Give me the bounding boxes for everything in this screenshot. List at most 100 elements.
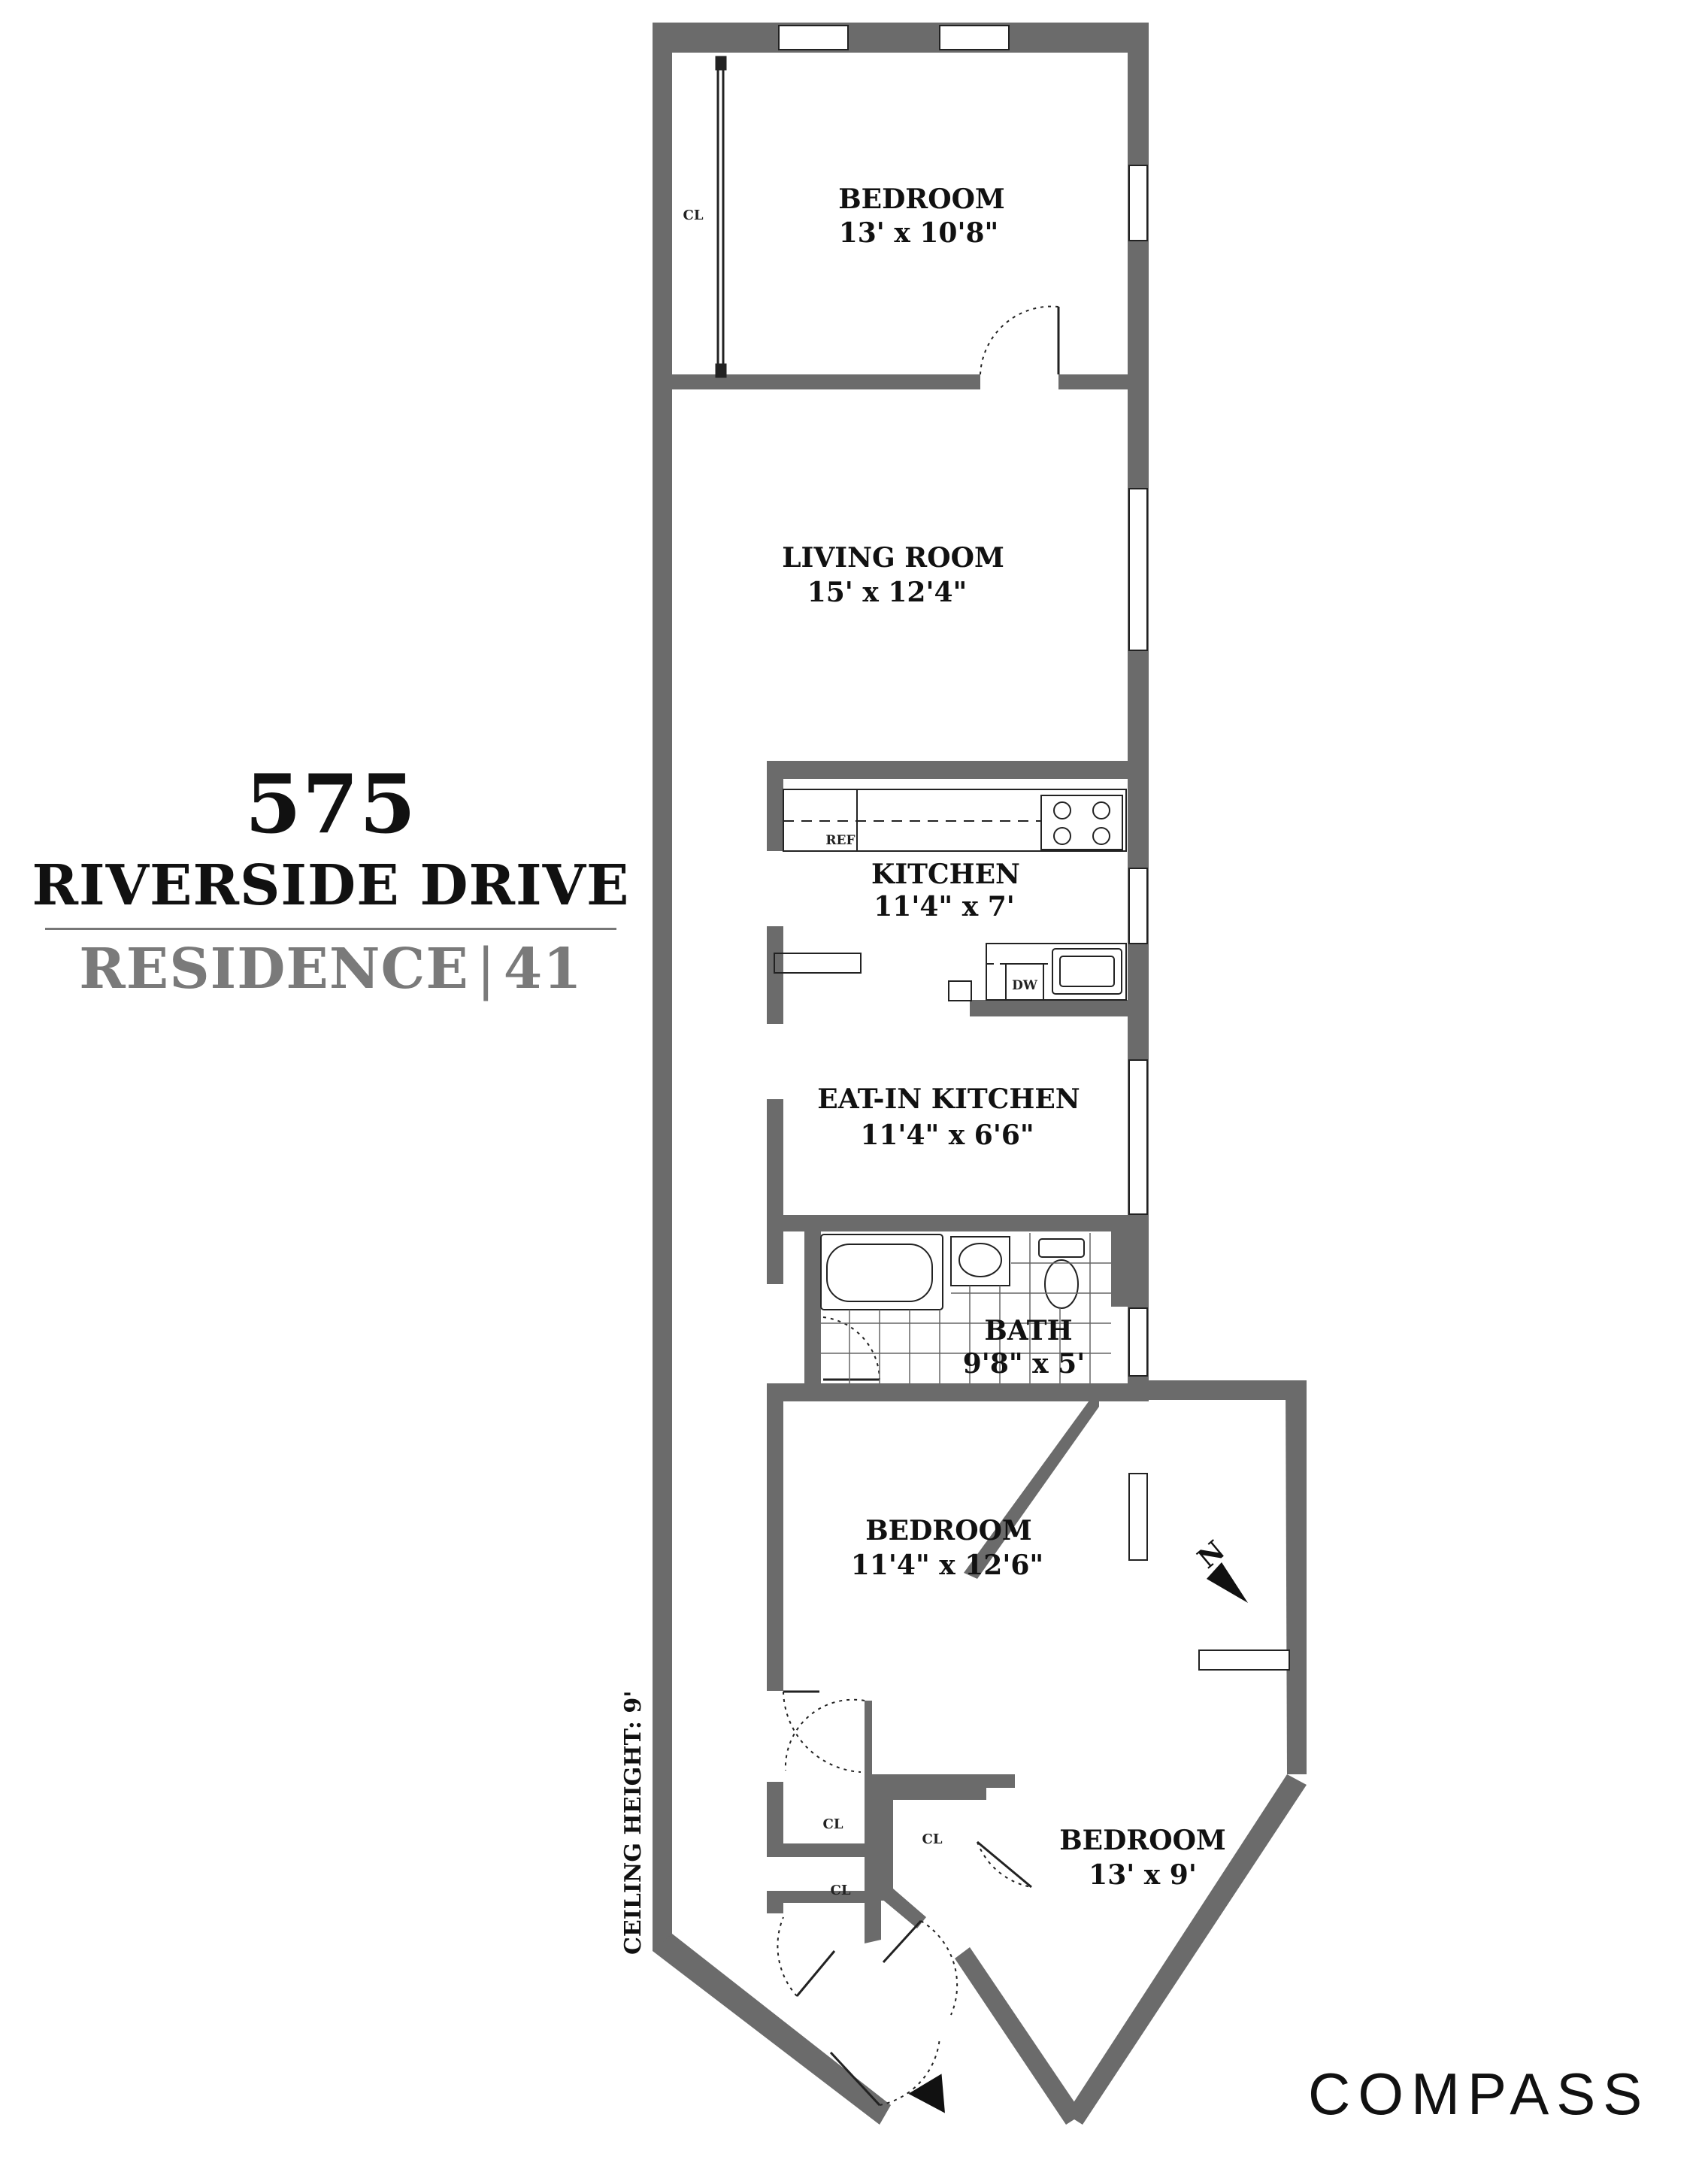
north-arrow-head (1207, 1562, 1248, 1603)
door-swing-bedroom-south (977, 1841, 1032, 1888)
window-top-2 (939, 25, 1010, 50)
bedroom-south-label: BEDROOM (1059, 1825, 1226, 1856)
closet-label-a: CL (823, 1816, 843, 1832)
stove-burner-1 (1053, 801, 1071, 819)
wall-bottom-left-angle (653, 1934, 891, 2125)
interior-walls (672, 374, 1149, 1943)
wall-closet-a-left (767, 1782, 783, 1853)
door-swing-bedroom-north (980, 305, 1059, 375)
kitchen-fixtures (774, 789, 1127, 1001)
wall-closet-c-top (881, 1788, 986, 1800)
wall-closet-a-right (865, 1788, 881, 1931)
exterior-walls (653, 23, 1307, 2125)
living-room-dims: 15' x 12'4" (807, 577, 968, 608)
doors (777, 305, 1060, 2107)
bath-fixtures (820, 1233, 1111, 1383)
bedroom-north-closet (715, 56, 727, 378)
dishwasher (1005, 963, 1044, 1001)
stove-burner-4 (1092, 827, 1110, 845)
wall-bottom-right (964, 1387, 1099, 1579)
bedroom-south-dims: 13' x 9' (1089, 1859, 1197, 1891)
wall-bedroom-living-left (672, 374, 980, 389)
bath-vanity (950, 1236, 1010, 1286)
window-bedroom-south (1198, 1649, 1290, 1671)
wall-bedroom-mid-left (767, 1401, 783, 1691)
bedroom-north-dims: 13' x 10'8" (839, 217, 999, 249)
stove-burner-2 (1092, 801, 1110, 819)
eat-in-kitchen-label: EAT-IN KITCHEN (817, 1083, 1080, 1115)
window-right-4 (1128, 1059, 1148, 1215)
wall-right-jog (1128, 1380, 1301, 1400)
door-entry (829, 2051, 881, 2107)
eat-in-kitchen-dims: 11'4" x 6'6" (860, 1119, 1034, 1151)
bath-dims: 9'8" x 5' (963, 1348, 1085, 1380)
bedroom-middle-dims: 11'4" x 12'6" (851, 1550, 1043, 1581)
ceiling-height-label: CEILING HEIGHT: 9' (620, 1691, 647, 1955)
windows (778, 25, 1290, 1671)
bath-label: BATH (984, 1315, 1072, 1347)
wall-eatin-left (767, 1099, 783, 1221)
door-bedroom-south (977, 1840, 1032, 1889)
refrigerator-label: REF (825, 833, 855, 848)
door-swing-bath (822, 1316, 880, 1380)
bathtub (820, 1234, 943, 1310)
toilet-bowl (1044, 1259, 1079, 1309)
stove (1040, 795, 1123, 850)
door-swing-bedroom-mid-b (784, 1698, 865, 1771)
kitchen-peninsula-left (774, 953, 862, 974)
north-arrow: N (1192, 1534, 1248, 1603)
entry-arrow-icon (908, 2074, 945, 2113)
wall-bath-top (767, 1215, 1149, 1231)
residence-separator: | (476, 937, 496, 1001)
door-closet-b (795, 1950, 836, 1997)
wall-east-bedroom (1286, 1380, 1307, 1774)
kitchen-peninsula-right (948, 980, 972, 1001)
wall-closet-c-diag (881, 1889, 926, 1928)
window-right-5 (1128, 1307, 1148, 1377)
kitchen-label: KITCHEN (871, 859, 1020, 890)
wall-bath-right (1111, 1231, 1149, 1307)
stove-burner-3 (1053, 827, 1071, 845)
wall-closet-b-top (767, 1891, 880, 1903)
wall-south-angle (1066, 1774, 1307, 2125)
bedroom-middle-label: BEDROOM (865, 1515, 1032, 1546)
kitchen-dims: 11'4" x 7' (874, 891, 1015, 922)
sink (1052, 948, 1122, 995)
wall-top (653, 23, 1149, 53)
residence-line: RESIDENCE|41 (30, 935, 631, 1004)
closet-label-b: CL (831, 1883, 851, 1898)
building-number: 575 (244, 757, 417, 852)
closet-label-c: CL (922, 1831, 943, 1847)
door-swing-closet-c (920, 1920, 958, 2016)
wall-bath-left-inner (804, 1231, 821, 1386)
wall-kitchen-left-upper (767, 761, 783, 851)
closet-door-top (715, 56, 727, 71)
residence-number: 41 (503, 937, 583, 1001)
bathtub-basin (826, 1244, 933, 1302)
sink-counter (986, 943, 1127, 1001)
wall-bath-left (767, 1231, 783, 1284)
window-top-1 (778, 25, 849, 50)
dishwasher-label: DW (1012, 978, 1038, 993)
refrigerator (783, 789, 858, 852)
wall-kitchen-divider (970, 1000, 1128, 1016)
wall-kitchen-top (767, 761, 1128, 779)
wall-closet-c-left (881, 1788, 893, 1901)
wall-left (653, 23, 672, 1951)
toilet-tank (1038, 1238, 1085, 1258)
door-swing-entry (879, 2037, 940, 2106)
window-right-3 (1128, 868, 1148, 944)
wall-bedroom-mid-right-door (865, 1701, 872, 1783)
residence-word: RESIDENCE (79, 937, 469, 1001)
living-room-label: LIVING ROOM (782, 542, 1004, 574)
bath-tile-grid (821, 1233, 1111, 1383)
room-labels: BEDROOM 13' x 10'8" LIVING ROOM 15' x 12… (782, 183, 1226, 1891)
wall-bath-bottom (767, 1383, 1149, 1401)
bath-sink (958, 1243, 1002, 1277)
closet-door-bottom (715, 363, 727, 378)
building-street: RIVERSIDE DRIVE (32, 853, 630, 918)
small-labels: CL CL CL CL REF DW (683, 208, 1038, 1898)
bedroom-north-label: BEDROOM (838, 183, 1005, 215)
title-block: 575 RIVERSIDE DRIVE RESIDENCE|41 (30, 759, 631, 1004)
